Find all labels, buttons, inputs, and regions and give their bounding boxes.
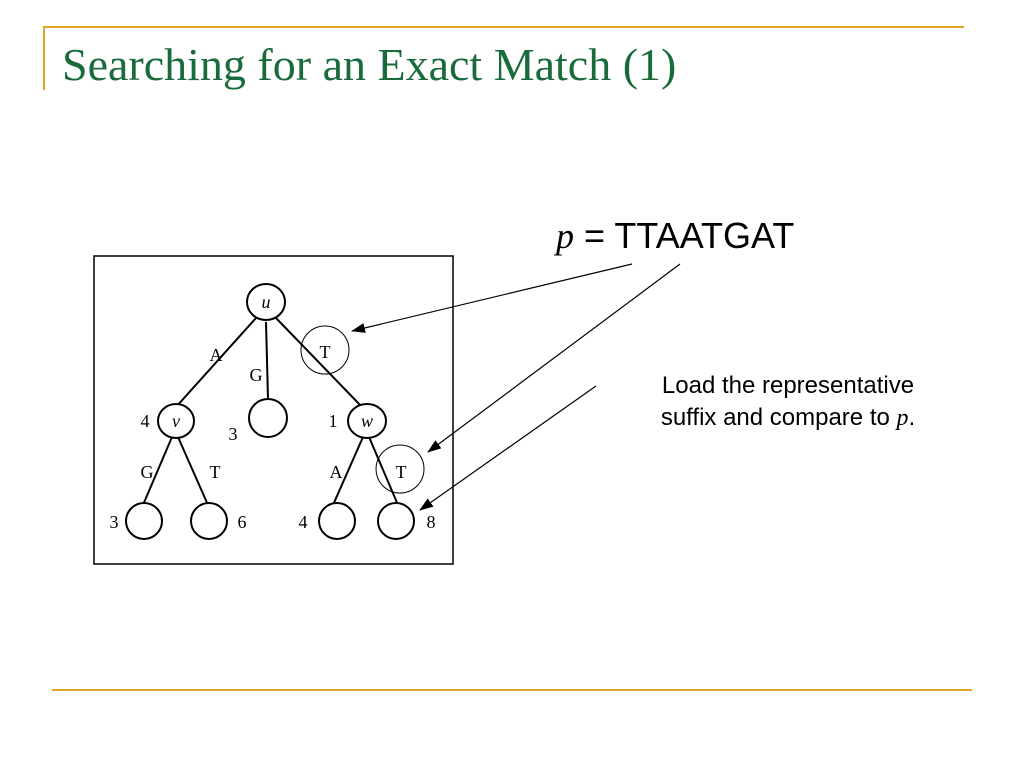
edge-label-root-t: T — [320, 342, 331, 362]
frame-bottom-rule — [52, 689, 972, 691]
edge-label-v-t: T — [210, 462, 221, 482]
node-w-label: w — [361, 411, 373, 431]
node-w — [347, 403, 387, 439]
number-v: 4 — [141, 411, 150, 431]
number-leaf-1: 3 — [110, 512, 119, 532]
highlight-circle-root-t — [300, 325, 350, 375]
highlight-circle-w-t — [375, 444, 425, 494]
edge-label-w-a: A — [330, 462, 343, 482]
pattern-value: TTAATGAT — [614, 215, 795, 256]
edge-label-w-t: T — [396, 462, 407, 482]
number-g-leaf: 3 — [229, 424, 238, 444]
number-w: 1 — [329, 411, 338, 431]
caption: Load the representative suffix and compa… — [598, 370, 978, 434]
root-node — [246, 283, 286, 321]
edge-label-root-g: G — [250, 365, 263, 385]
caption-line-1: Load the representative — [661, 372, 915, 399]
node-v-label: v — [172, 411, 180, 431]
edge-v-leaf2 — [177, 436, 209, 506]
pattern-equals: = — [574, 215, 615, 256]
number-leaf-4: 8 — [427, 512, 436, 532]
frame-left-rule — [43, 26, 45, 90]
edge-root-v — [175, 317, 257, 408]
leaf-3 — [318, 502, 356, 540]
caption-variable: p — [896, 405, 909, 431]
tree-box — [93, 255, 454, 565]
slide-title: Searching for an Exact Match (1) — [62, 39, 677, 90]
pattern-variable: p — [556, 216, 574, 256]
edge-w-leaf4 — [368, 436, 399, 506]
arrow-to-leaf-4 — [419, 385, 597, 511]
edge-v-leaf1 — [142, 436, 173, 506]
edge-w-leaf3 — [332, 436, 364, 506]
edge-root-w — [275, 317, 364, 409]
frame-top-rule — [43, 26, 964, 28]
pattern-label: p = TTAATGAT — [556, 215, 794, 257]
node-g-leaf — [248, 398, 288, 438]
root-node-label: u — [262, 292, 271, 312]
caption-period: . — [908, 404, 916, 431]
caption-line-2-text: suffix and compare to — [660, 404, 897, 431]
number-leaf-2: 6 — [238, 512, 247, 532]
arrow-to-w-t — [427, 263, 681, 453]
number-leaf-3: 4 — [299, 512, 308, 532]
node-v — [157, 403, 195, 439]
leaf-4 — [377, 502, 415, 540]
leaf-2 — [190, 502, 228, 540]
edge-root-g — [265, 321, 269, 400]
edge-label-root-a: A — [210, 345, 223, 365]
edge-label-v-g: G — [141, 462, 154, 482]
arrow-to-root-t — [351, 263, 633, 333]
caption-line-2: suffix and compare to p. — [598, 402, 978, 434]
leaf-1 — [125, 502, 163, 540]
